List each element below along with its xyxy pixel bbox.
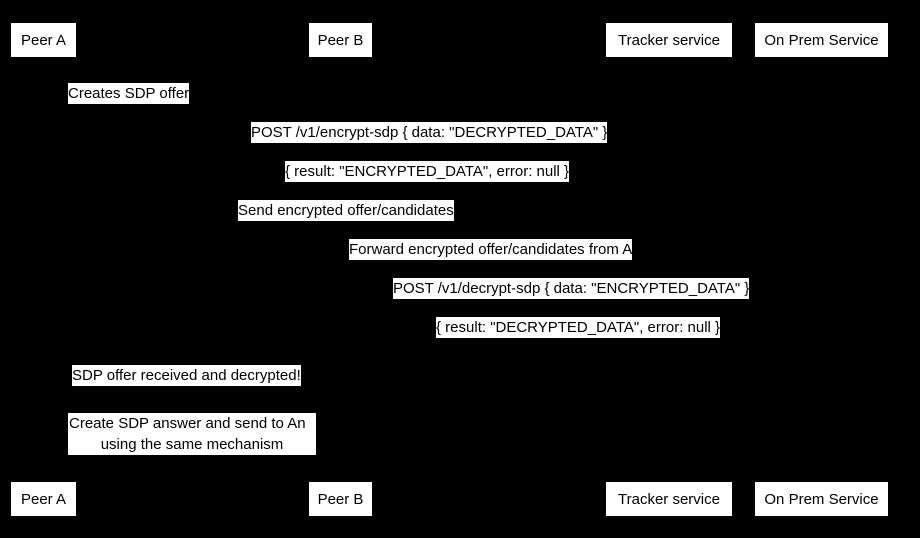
message-label-decrypt-sdp-result: { result: "DECRYPTED_DATA", error: null … [436, 317, 721, 338]
note-line-1: Create SDP answer and send to An [69, 415, 306, 432]
participant-label: On Prem Service [764, 490, 879, 508]
participant-footer-peer-b[interactable]: Peer B [308, 481, 373, 517]
message-label-encrypt-sdp-result: { result: "ENCRYPTED_DATA", error: null … [285, 161, 570, 182]
message-label-post-decrypt-sdp: POST /v1/decrypt-sdp { data: "ENCRYPTED_… [393, 278, 750, 299]
participant-header-peer-b[interactable]: Peer B [308, 22, 373, 58]
participant-label: Peer B [317, 490, 364, 508]
participant-label: Peer A [20, 31, 67, 49]
message-label-post-encrypt-sdp: POST /v1/encrypt-sdp { data: "DECRYPTED_… [251, 122, 608, 143]
participant-footer-peer-a[interactable]: Peer A [10, 481, 77, 517]
participant-header-peer-a[interactable]: Peer A [10, 22, 77, 58]
participant-footer-tracker-service[interactable]: Tracker service [605, 481, 733, 517]
message-label-send-encrypted-offer: Send encrypted offer/candidates [238, 200, 454, 221]
participant-label: Peer A [20, 490, 67, 508]
note-line-2: using the same mechanism [100, 436, 284, 453]
message-label-forward-encrypted-offer: Forward encrypted offer/candidates from … [349, 239, 633, 260]
participant-label: Tracker service [618, 490, 720, 508]
participant-label: On Prem Service [764, 31, 879, 49]
participant-footer-on-prem-service[interactable]: On Prem Service [754, 481, 889, 517]
note-create-sdp-answer: Create SDP answer and send to An using t… [68, 413, 316, 455]
participant-header-tracker-service[interactable]: Tracker service [605, 22, 733, 58]
participant-header-on-prem-service[interactable]: On Prem Service [754, 22, 889, 58]
participant-label: Tracker service [618, 31, 720, 49]
message-label-sdp-offer-received: SDP offer received and decrypted! [72, 365, 301, 386]
message-label-creates-sdp-offer: Creates SDP offer [68, 83, 190, 104]
participant-label: Peer B [317, 31, 364, 49]
